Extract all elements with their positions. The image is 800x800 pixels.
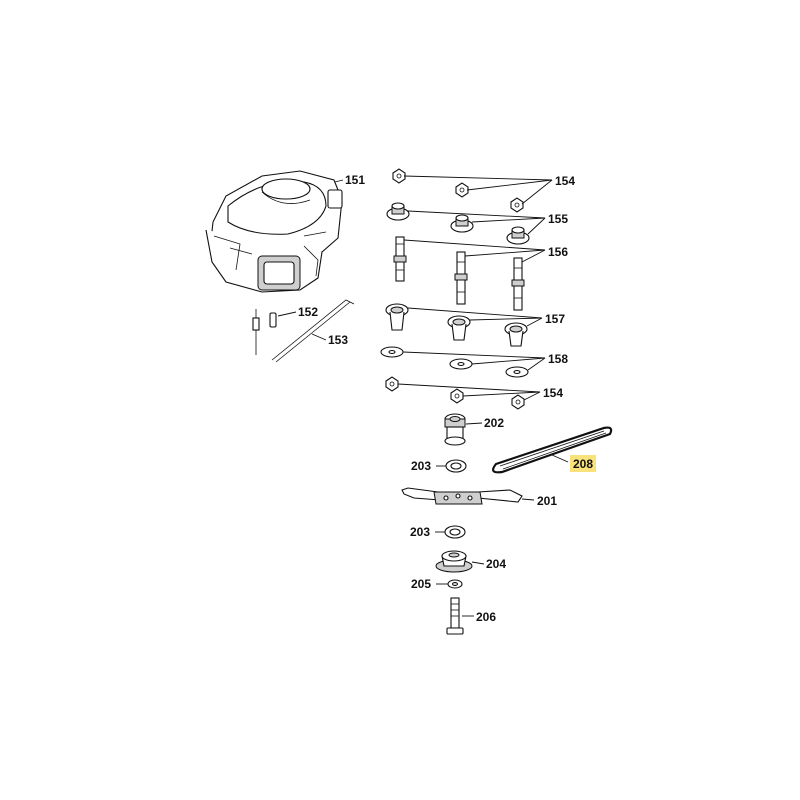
callout-155: 155 <box>548 212 568 226</box>
washer-upper <box>436 459 467 473</box>
nut-set-bottom <box>385 376 541 410</box>
callout-204: 204 <box>486 557 506 571</box>
callout-154-bottom: 154 <box>543 386 563 400</box>
callout-156: 156 <box>548 245 568 259</box>
drive-belt <box>492 426 613 474</box>
callout-158: 158 <box>548 352 568 366</box>
callout-208-highlight <box>570 455 596 472</box>
blade-bolt <box>446 597 474 635</box>
callout-157: 157 <box>545 312 565 326</box>
cable-part <box>271 299 355 363</box>
mower-blade <box>401 487 535 505</box>
engine-assembly <box>205 170 343 293</box>
key-part <box>252 309 297 355</box>
callout-201: 201 <box>537 494 557 508</box>
lock-washer <box>436 579 463 589</box>
nut-set-top <box>392 168 553 213</box>
blade-hub <box>435 550 485 573</box>
spacer-set <box>386 202 546 245</box>
callout-152: 152 <box>298 305 318 319</box>
callout-205: 205 <box>411 577 431 591</box>
washer-set <box>380 346 546 378</box>
stud-set <box>393 236 546 311</box>
washer-lower <box>435 525 466 539</box>
callout-208: 208 <box>573 457 593 471</box>
bushing-set <box>385 303 543 347</box>
callout-154-top: 154 <box>555 174 575 188</box>
callout-151: 151 <box>345 173 365 187</box>
callout-202: 202 <box>484 416 504 430</box>
callout-153: 153 <box>328 333 348 347</box>
callout-203-lower: 203 <box>410 525 430 539</box>
callout-206: 206 <box>476 610 496 624</box>
callout-203-upper: 203 <box>411 459 431 473</box>
blade-adapter <box>444 413 483 446</box>
